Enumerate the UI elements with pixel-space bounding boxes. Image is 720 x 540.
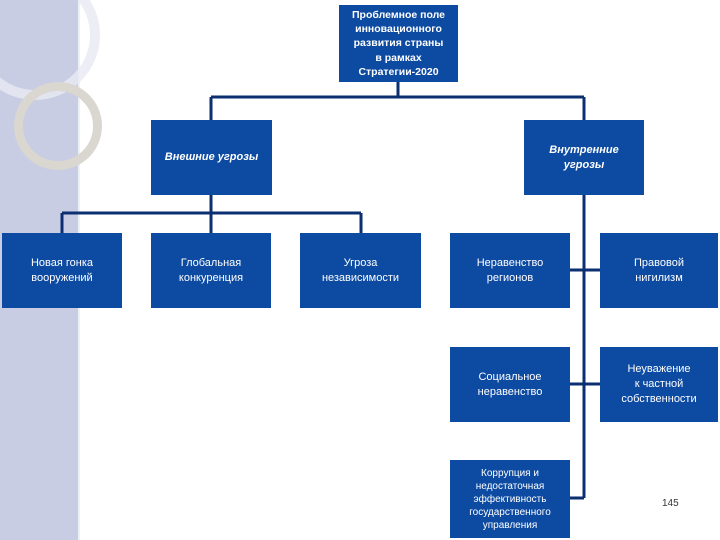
- internal-left-label: Коррупция и недостаточная эффективность …: [469, 467, 551, 531]
- internal-left-node: Социальное неравенство: [450, 347, 570, 422]
- internal-threats-node: Внутренние угрозы: [524, 120, 644, 195]
- internal-left-node: Коррупция и недостаточная эффективность …: [450, 460, 570, 538]
- internal-right-node: Правовой нигилизм: [600, 233, 718, 308]
- root-node-label: Проблемное поле инновационного развития …: [352, 9, 445, 78]
- external-threats-node: Внешние угрозы: [151, 120, 272, 195]
- internal-right-label: Неуважение к частной собственности: [621, 363, 697, 405]
- internal-right-node: Неуважение к частной собственности: [600, 347, 718, 422]
- root-node: Проблемное поле инновационного развития …: [339, 5, 458, 82]
- internal-left-label: Социальное неравенство: [477, 370, 543, 398]
- external-threats-label: Внешние угрозы: [164, 151, 259, 164]
- external-child-node: Угроза независимости: [300, 233, 421, 308]
- external-child-node: Глобальная конкуренция: [151, 233, 271, 308]
- internal-left-label: Неравенство регионов: [476, 256, 544, 284]
- internal-right-label: Правовой нигилизм: [634, 256, 684, 284]
- page-number: 145: [662, 498, 679, 509]
- decorative-circle-ring: [14, 82, 102, 170]
- external-child-label: Глобальная конкуренция: [178, 256, 244, 284]
- internal-threats-label: Внутренние угрозы: [549, 143, 619, 171]
- internal-left-node: Неравенство регионов: [450, 233, 570, 308]
- external-child-label: Новая гонка вооружений: [30, 256, 94, 284]
- external-child-label: Угроза независимости: [321, 256, 400, 284]
- external-child-node: Новая гонка вооружений: [2, 233, 122, 308]
